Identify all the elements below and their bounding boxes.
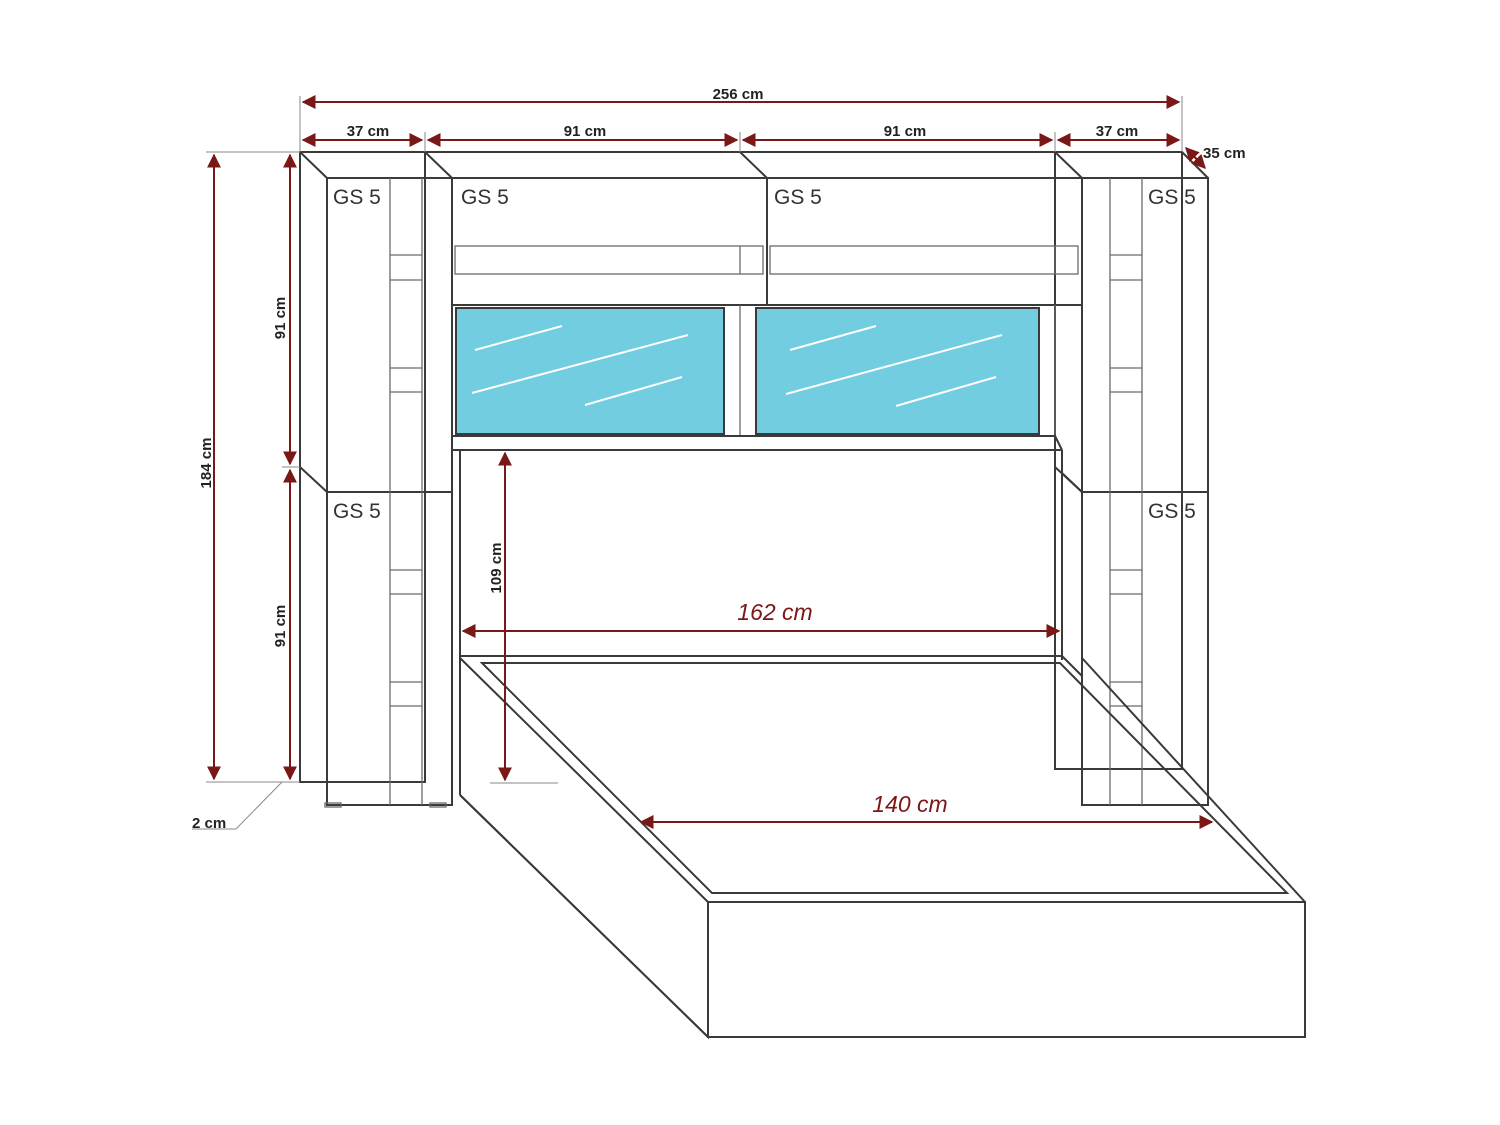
module-label-top-mid-right: GS 5	[774, 186, 822, 209]
module-label-bottom-left: GS 5	[333, 500, 381, 523]
bed-frame	[459, 657, 1306, 1040]
module-label-bottom-right: GS 5	[1148, 500, 1196, 523]
dim-lower-height: 91 cm	[272, 605, 289, 648]
dim-mid-width-left: 91 cm	[564, 123, 607, 140]
glass-panels	[455, 307, 1040, 435]
dim-side-width-left: 37 cm	[347, 123, 390, 140]
dim-headboard-width: 162 cm	[737, 599, 812, 625]
dim-mattress-width: 140 cm	[872, 791, 947, 817]
headboard	[451, 435, 1083, 795]
glass-panel-left	[455, 307, 725, 435]
left-tower	[299, 151, 453, 808]
dim-total-height: 184 cm	[198, 438, 215, 489]
dim-headboard-height: 109 cm	[488, 543, 505, 594]
module-label-top-left: GS 5	[333, 186, 381, 209]
dim-mid-width-right: 91 cm	[884, 123, 927, 140]
dim-depth: 35 cm	[1203, 145, 1246, 162]
glass-panel-right	[755, 307, 1040, 435]
top-bridge	[425, 151, 1082, 435]
module-label-top-mid-left: GS 5	[461, 186, 509, 209]
module-label-top-right: GS 5	[1148, 186, 1196, 209]
dim-upper-height: 91 cm	[272, 297, 289, 340]
dim-total-width: 256 cm	[713, 86, 764, 103]
dim-side-width-right: 37 cm	[1096, 123, 1139, 140]
dimension-lines	[192, 95, 1214, 830]
dim-foot-height: 2 cm	[192, 815, 226, 832]
